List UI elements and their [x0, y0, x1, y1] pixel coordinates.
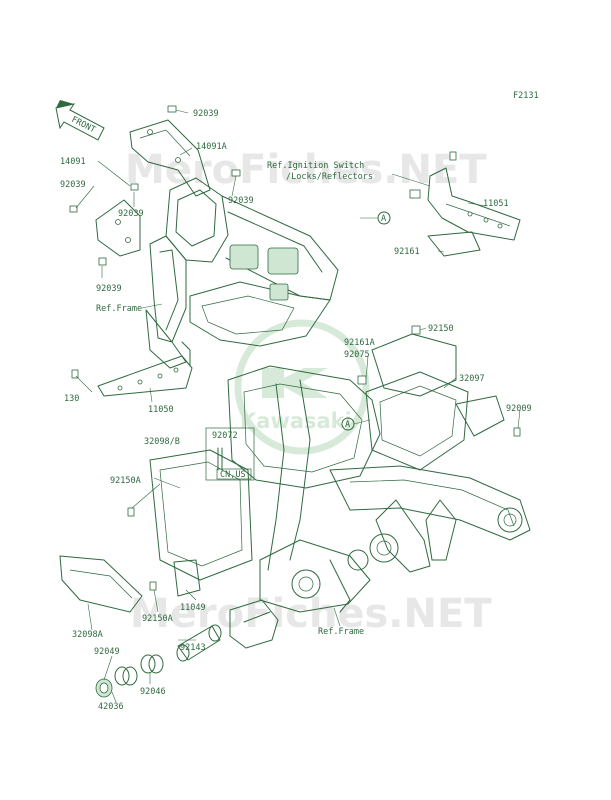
label-92039-mid: 92039 [118, 209, 144, 219]
frame-drawing [145, 177, 531, 649]
label-14091: 14091 [60, 157, 86, 167]
bracket-11050 [71, 341, 193, 397]
label-92039-right: 92039 [228, 196, 254, 206]
label-130: 130 [64, 394, 79, 404]
front-arrow: FRONT [55, 100, 105, 141]
label-92039-bottom: 92039 [96, 284, 122, 294]
label-14091A: 14091A [196, 142, 227, 152]
logo-text: Kawasaki [240, 409, 352, 433]
label-ref-frame-upper: Ref.Frame [96, 304, 142, 314]
label-92161A: 92161A [344, 338, 375, 348]
side-cover-32098 [59, 449, 253, 613]
label-92075: 92075 [344, 350, 370, 360]
label-92009: 92009 [506, 404, 532, 414]
label-circle-a-lower: A [345, 420, 350, 430]
watermark-group: MeroFiches.NET MeroFiches.NET [125, 147, 492, 637]
label-92039-top: 92039 [193, 109, 219, 119]
label-ref-ignition-line2: /Locks/Reflectors [286, 172, 373, 182]
label-32097: 32097 [459, 374, 485, 384]
label-ref-ignition-line1: Ref.Ignition Switch [267, 161, 364, 171]
label-92039-left: 92039 [60, 180, 86, 190]
label-92143: 92143 [180, 643, 206, 653]
diagram-id: F2131 [513, 91, 539, 101]
label-92161: 92161 [394, 247, 420, 257]
bush-parts [95, 624, 222, 698]
label-92049: 92049 [94, 647, 120, 657]
label-92150A-lower: 92150A [142, 614, 173, 624]
label-ref-frame-lower: Ref.Frame [318, 627, 364, 637]
kawasaki-logo: Kawasaki [234, 319, 370, 455]
bracket-14091 [95, 119, 211, 257]
label-32098B: 32098/B [144, 437, 180, 447]
leader-lines [75, 109, 521, 703]
label-92046: 92046 [140, 687, 166, 697]
part-labels: 92039 14091A 14091 92039 92039 92039 920… [60, 109, 532, 712]
label-11049: 11049 [180, 603, 206, 613]
label-11050: 11050 [148, 405, 174, 415]
battery-case-32097 [357, 325, 521, 471]
label-92150A-upper: 92150A [110, 476, 141, 486]
label-32098A: 32098A [72, 630, 103, 640]
label-cn-us: CN,US [220, 470, 246, 480]
label-42036: 42036 [98, 702, 124, 712]
bracket-11051 [409, 151, 521, 257]
label-92150: 92150 [428, 324, 454, 334]
watermark-bottom: MeroFiches.NET [130, 591, 492, 637]
label-11051: 11051 [483, 199, 509, 209]
note-box-92072 [205, 427, 255, 481]
cn-us-box [216, 468, 252, 480]
label-circle-a-upper: A [381, 214, 386, 224]
label-92072: 92072 [212, 431, 238, 441]
